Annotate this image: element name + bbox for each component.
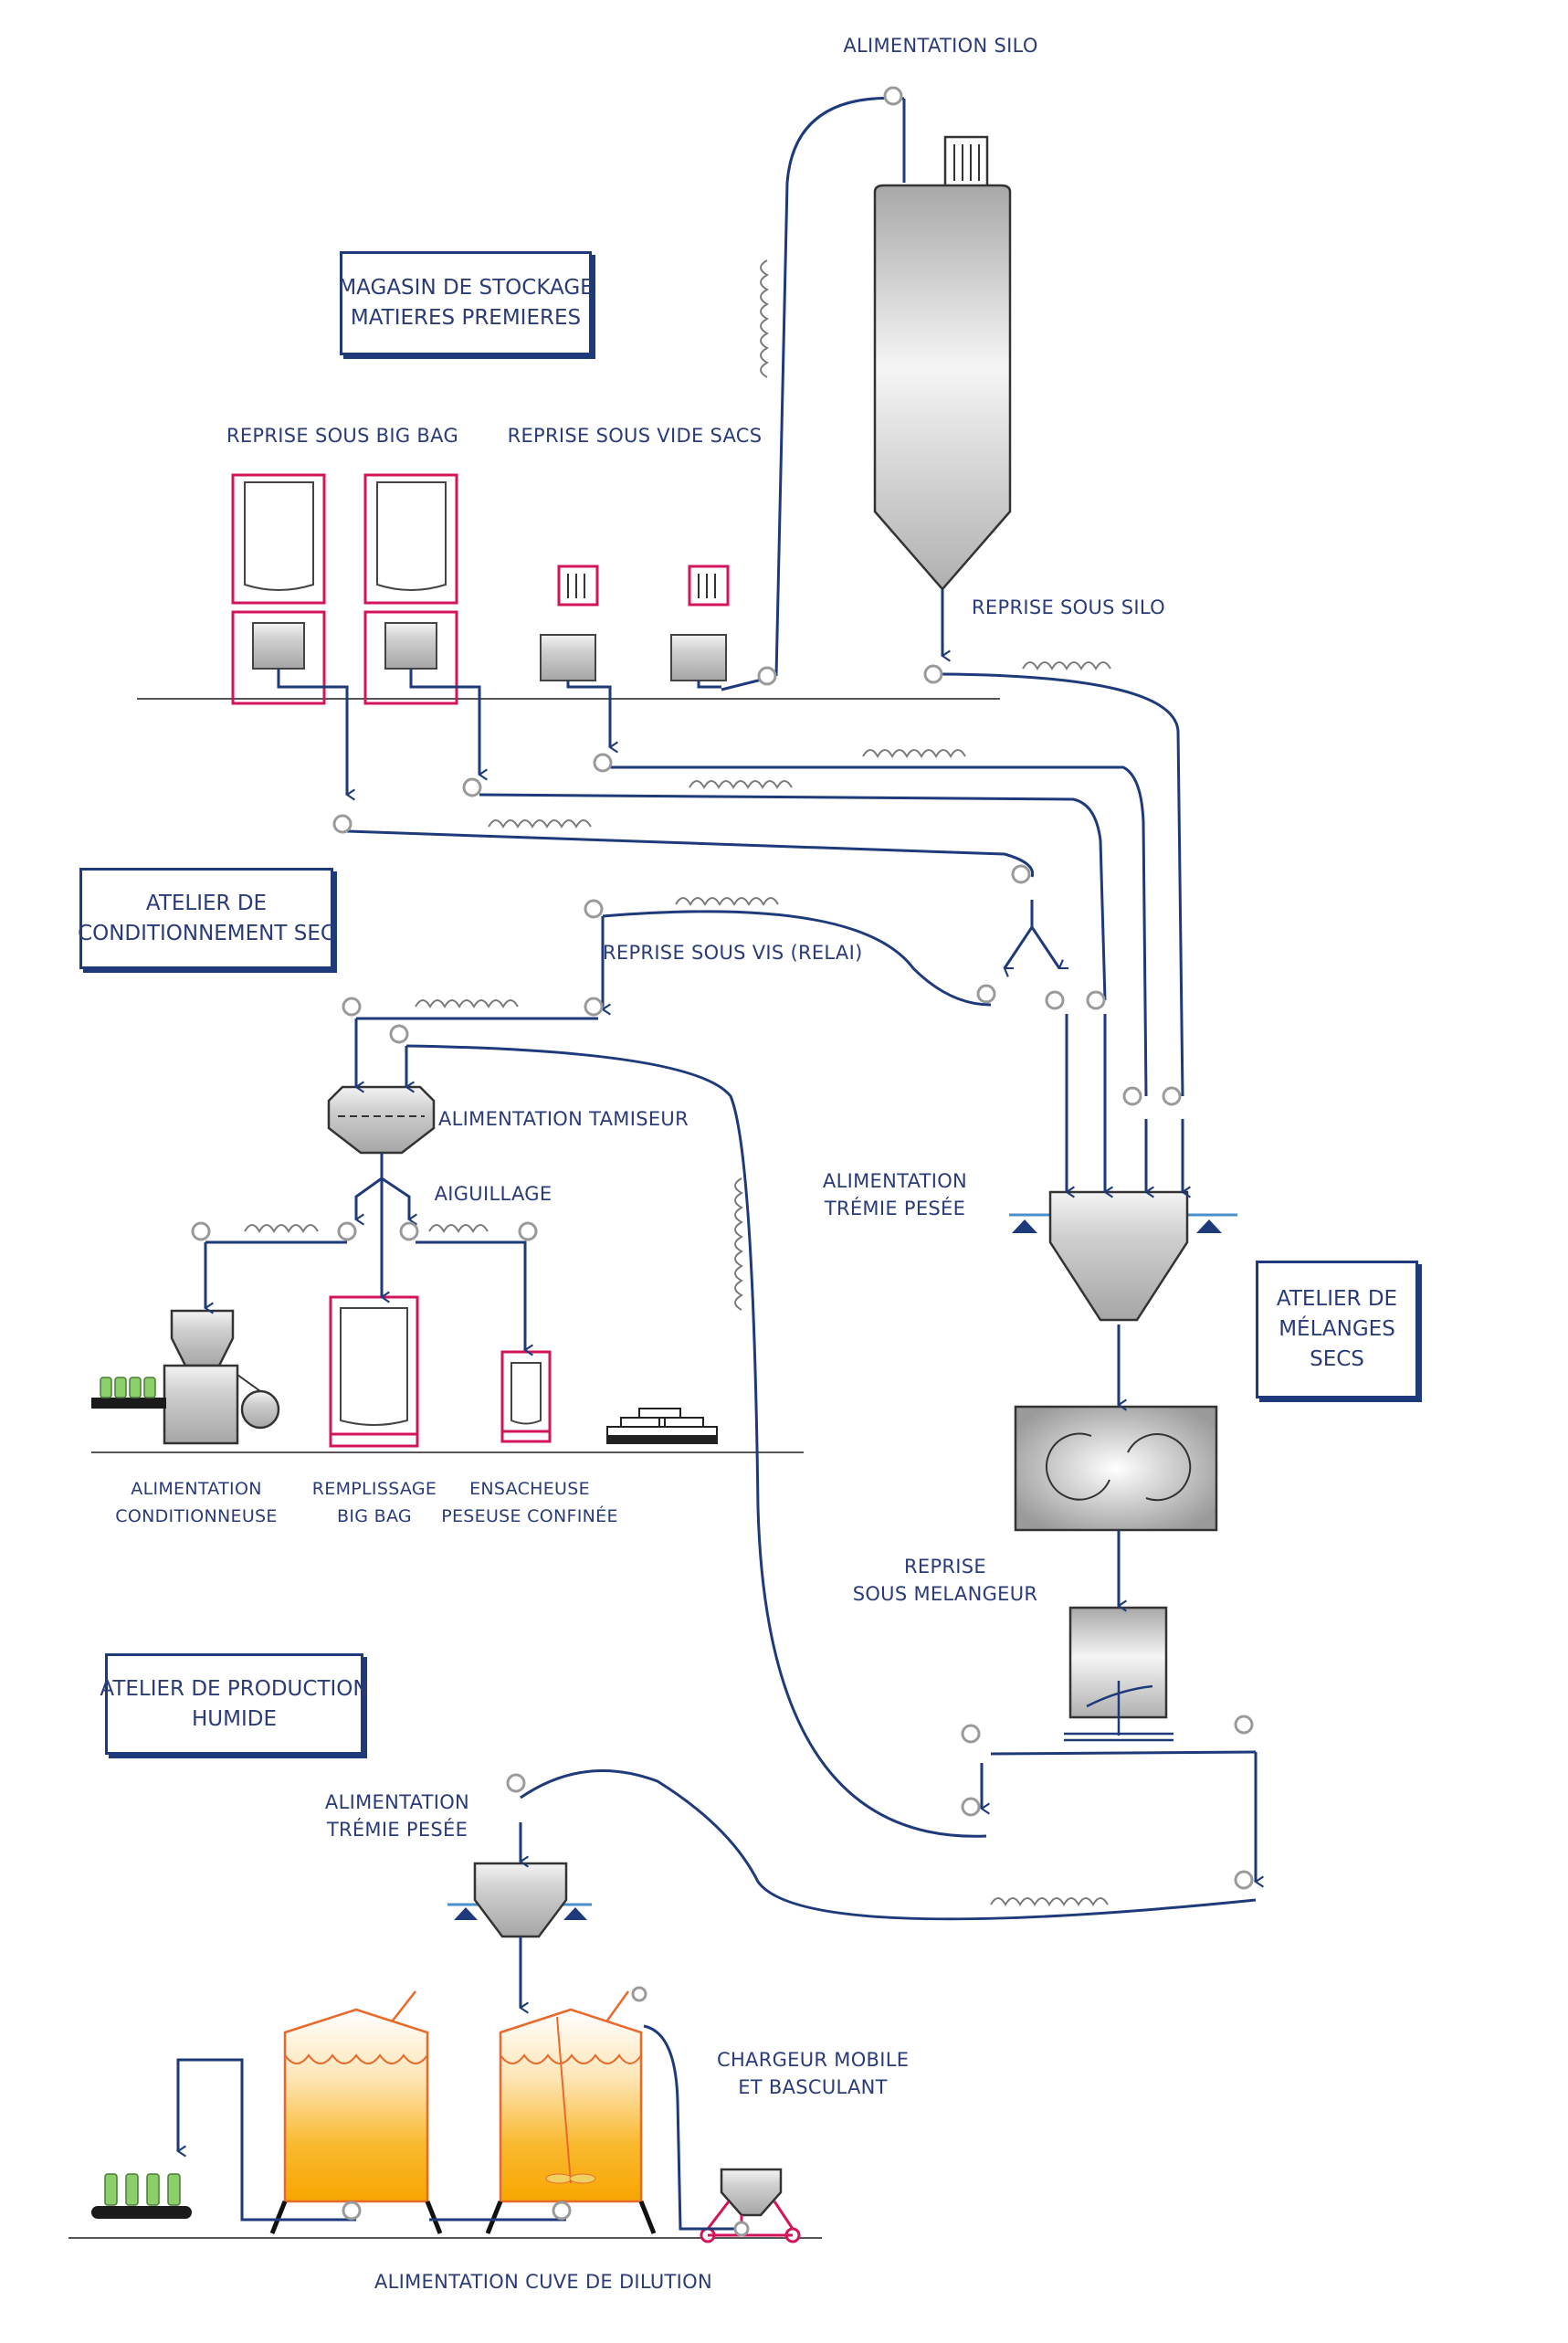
- label-packer-feed-line1: ALIMENTATION: [131, 1479, 262, 1499]
- zone-dry-packaging: ATELIER DE CONDITIONNEMENT SEC: [78, 868, 335, 969]
- wet-weigh-hopper: [447, 1862, 592, 1938]
- zone-dry-mixing-line2: MÉLANGES: [1279, 1317, 1395, 1341]
- big-bag-station-1: [231, 473, 326, 705]
- label-dilution-tank-feed-line1: ALIMENTATION CUVE DE DILUTION: [374, 2271, 713, 2293]
- label-bagger: ENSACHEUSE PESEUSE CONFINÉE: [438, 1475, 621, 1530]
- pallet-stack: [606, 1408, 718, 1444]
- dilution-tank-1: [269, 1990, 443, 2234]
- screw-silo-feed: [760, 259, 770, 378]
- mixer-discharge-tank: [1064, 1606, 1173, 1742]
- screw-relay-bottom: [415, 999, 519, 1009]
- label-bagger-line1: ENSACHEUSE: [469, 1479, 590, 1499]
- silo-top-motor: [943, 135, 989, 189]
- label-mobile-loader: CHARGEUR MOBILE ET BASCULANT: [717, 2046, 909, 2101]
- label-screw-relay: REPRISE SOUS VIS (RELAI): [603, 939, 863, 966]
- zone-dry-mixing: ATELIER DE MÉLANGES SECS: [1256, 1261, 1418, 1398]
- label-bag-dump-line1: REPRISE SOUS VIDE SACS: [507, 425, 763, 447]
- flow-lines: [176, 96, 1264, 2231]
- label-weigh-hopper-feed-dry-line2: TRÉMIE PESÉE: [824, 1198, 966, 1219]
- label-weigh-hopper-feed-wet-line1: ALIMENTATION: [324, 1791, 470, 1813]
- zone-dry-packaging-line1: ATELIER DE: [145, 891, 268, 915]
- label-big-bag-unload: REPRISE SOUS BIG BAG: [205, 422, 479, 449]
- zone-storage-line1: MAGASIN DE STOCKAGE: [338, 276, 594, 300]
- zone-dry-packaging-line2: CONDITIONNEMENT SEC: [78, 921, 335, 945]
- label-screw-relay-line1: REPRISE SOUS VIS (RELAI): [603, 942, 863, 964]
- label-mixer-unload-line2: SOUS MELANGEUR: [852, 1583, 1038, 1605]
- mixer: [1014, 1405, 1218, 1532]
- dry-weigh-hopper: [1009, 1190, 1237, 1322]
- label-big-bag-fill: REMPLISSAGE BIG BAG: [301, 1475, 447, 1530]
- zone-wet-production-line2: HUMIDE: [192, 1706, 277, 1731]
- label-packer-feed-line2: CONDITIONNEUSE: [115, 1506, 278, 1526]
- zone-dry-mixing-line1: ATELIER DE: [1276, 1287, 1398, 1311]
- mobile-tilting-loader: [700, 2168, 801, 2243]
- label-silo-unload: REPRISE SOUS SILO: [950, 594, 1187, 621]
- label-silo-unload-line1: REPRISE SOUS SILO: [972, 596, 1165, 618]
- big-bag-filling-station: [329, 1295, 419, 1448]
- screw-bagger: [428, 1224, 489, 1234]
- label-dilution-tank-feed: ALIMENTATION CUVE DE DILUTION: [361, 2268, 726, 2296]
- label-silo-feed-line1: ALIMENTATION SILO: [843, 35, 1038, 57]
- bag-dump-station-2: [670, 565, 730, 681]
- label-silo-feed: ALIMENTATION SILO: [804, 32, 1078, 59]
- screw-conveyors: [244, 259, 1111, 1907]
- zone-storage: MAGASIN DE STOCKAGE MATIERES PREMIERES: [338, 251, 594, 355]
- label-bag-dump: REPRISE SOUS VIDE SACS: [493, 422, 776, 449]
- label-diverter-line1: AIGUILLAGE: [434, 1183, 552, 1205]
- sieve: [327, 1085, 436, 1155]
- label-mobile-loader-line1: CHARGEUR MOBILE: [717, 2049, 910, 2071]
- bag-dump-station-1: [540, 565, 599, 681]
- label-weigh-hopper-feed-wet: ALIMENTATION TRÉMIE PESÉE: [306, 1789, 489, 1843]
- big-bag-station-2: [363, 473, 458, 705]
- dilution-tank-2: [485, 1990, 657, 2234]
- label-weigh-hopper-feed-wet-line2: TRÉMIE PESÉE: [326, 1819, 468, 1841]
- screw-return: [734, 1177, 744, 1311]
- label-diverter: AIGUILLAGE: [429, 1180, 557, 1208]
- silo: [873, 135, 1012, 591]
- screw-packer: [244, 1224, 319, 1234]
- label-mixer-unload: REPRISE SOUS MELANGEUR: [845, 1553, 1046, 1608]
- label-packer-feed: ALIMENTATION CONDITIONNEUSE: [105, 1475, 288, 1530]
- packing-machine: [91, 1309, 280, 1445]
- bagger-station: [500, 1350, 552, 1443]
- label-weigh-hopper-feed-dry: ALIMENTATION TRÉMIE PESÉE: [804, 1167, 986, 1222]
- screw-relay-top: [675, 897, 779, 907]
- wet-bottling-line: [91, 2173, 192, 2219]
- label-mixer-unload-line1: REPRISE: [903, 1556, 986, 1578]
- screw-1: [862, 749, 966, 759]
- label-bagger-line2: PESEUSE CONFINÉE: [441, 1506, 618, 1526]
- zone-storage-line2: MATIERES PREMIERES: [350, 306, 582, 330]
- screw-silo-out: [1022, 661, 1111, 671]
- zone-wet-production: ATELIER DE PRODUCTION HUMIDE: [100, 1653, 369, 1755]
- zone-dry-mixing-line3: SECS: [1310, 1347, 1364, 1371]
- label-sieve-feed: ALIMENTATION TAMISEUR: [438, 1105, 689, 1133]
- label-sieve-feed-line1: ALIMENTATION TAMISEUR: [438, 1108, 689, 1130]
- ground-lines: [68, 698, 1000, 2239]
- screw-2: [689, 780, 793, 790]
- label-big-bag-fill-line2: BIG BAG: [337, 1506, 412, 1526]
- zone-wet-production-line1: ATELIER DE PRODUCTION: [100, 1676, 369, 1701]
- label-big-bag-unload-line1: REPRISE SOUS BIG BAG: [226, 425, 459, 447]
- label-weigh-hopper-feed-dry-line1: ALIMENTATION: [822, 1170, 968, 1192]
- connection-nodes: [191, 86, 1254, 2237]
- screw-3: [488, 819, 592, 829]
- label-mobile-loader-line2: ET BASCULANT: [738, 2076, 888, 2098]
- label-big-bag-fill-line1: REMPLISSAGE: [311, 1479, 437, 1499]
- screw-wet: [990, 1897, 1109, 1907]
